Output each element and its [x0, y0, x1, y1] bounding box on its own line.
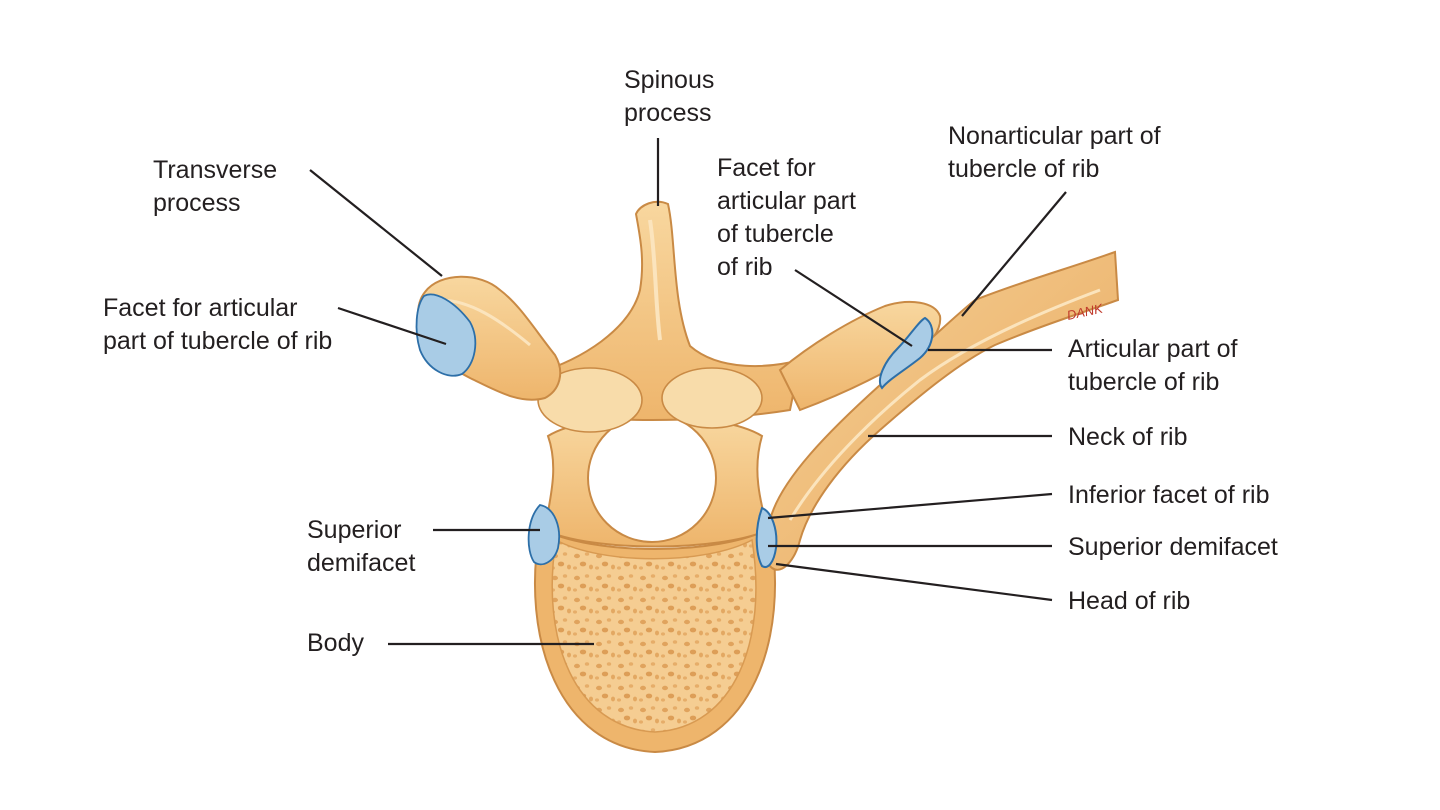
vertebral-body [533, 526, 777, 754]
leader-nonarticular [961, 191, 1067, 317]
left-tubercle-facet [415, 293, 477, 377]
label-head-of-rib: Head of rib [1068, 587, 1191, 615]
leader-facet-right [794, 269, 913, 347]
label-superior-demifacet-right: Superior demifacet [1068, 533, 1278, 561]
rib: DANK [755, 250, 1120, 571]
left-transverse-process [415, 275, 562, 401]
rib-tubercle-articular [879, 316, 934, 390]
spinous-process-shape [537, 200, 802, 433]
rib-head-facet [755, 506, 778, 568]
label-inferior-facet-of-rib: Inferior facet of rib [1068, 481, 1270, 509]
leader-head [775, 562, 1053, 602]
left-superior-demifacet [527, 504, 560, 566]
label-body: Body [307, 629, 364, 657]
label-neck-of-rib: Neck of rib [1068, 423, 1188, 451]
right-transverse-process [778, 300, 942, 412]
leader-facet-left [337, 306, 447, 346]
leader-inferior-facet [767, 492, 1053, 520]
vertebral-foramen [587, 413, 717, 543]
leader-transverse [309, 169, 443, 277]
vertebral-arch [543, 413, 770, 548]
leader-lines [309, 138, 1067, 646]
